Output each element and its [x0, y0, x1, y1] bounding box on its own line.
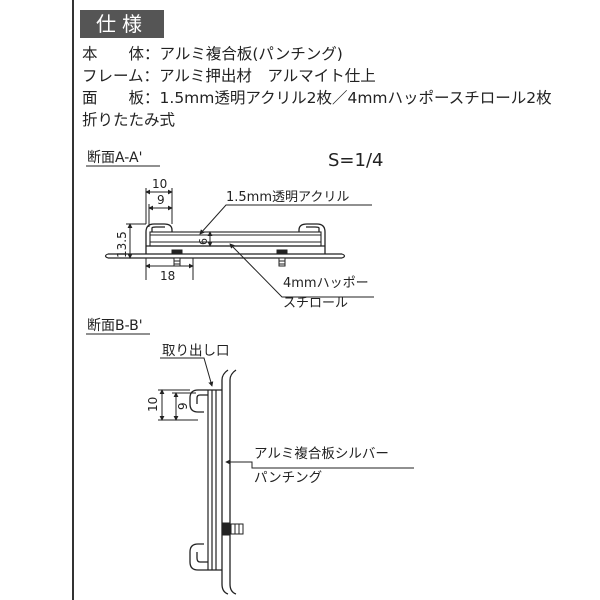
spec-row-face: 面 板：1.5mm透明アクリル2枚／4mmハッポースチロール2枚	[82, 88, 552, 108]
dim-9-b-label: 9	[176, 402, 190, 410]
face-panel-layers	[149, 231, 322, 247]
foam-leader	[229, 243, 374, 298]
dimension-9	[148, 204, 173, 227]
outlet-leader	[160, 357, 214, 387]
section-b-heading: 断面B-B'	[87, 318, 143, 334]
bolt-right	[276, 249, 288, 267]
panel-leader	[225, 459, 414, 469]
frame-profile-bottom	[189, 543, 222, 571]
spec-row-frame: フレーム：アルミ押出材 アルマイト仕上	[82, 66, 376, 86]
spec-title: 仕様	[80, 10, 164, 38]
spec-value: 折りたたみ式	[82, 111, 176, 129]
dim-10-label: 10	[152, 177, 167, 191]
base-panel	[104, 253, 346, 259]
vertical-panel	[207, 390, 217, 570]
spec-colon: ：	[143, 67, 160, 85]
spec-value: 1.5mm透明アクリル2枚／4mmハッポースチロール2枚	[159, 89, 552, 107]
foam-label-1: 4mmハッポー	[283, 276, 369, 291]
dimension-9-b	[172, 392, 196, 421]
spec-value: アルミ押出材 アルマイト仕上	[159, 67, 376, 85]
spec-label: フレーム	[82, 67, 144, 85]
dim-6-label: 6	[197, 238, 210, 245]
outlet-label: 取り出し口	[162, 343, 230, 359]
spec-colon: ：	[144, 45, 160, 63]
bolt-left	[171, 249, 183, 267]
wall-backboard	[221, 369, 237, 595]
dim-9-label: 9	[157, 193, 165, 207]
dim-13-5-label: 13.5	[115, 231, 129, 258]
foam-label-2: スチロール	[283, 296, 348, 311]
spec-row-body: 本 体：アルミ複合板(パンチング)	[82, 44, 343, 64]
frame-profile-top	[189, 389, 222, 413]
frame-profile-right	[298, 223, 326, 254]
acrylic-leader	[199, 204, 372, 235]
spec-value: アルミ複合板(パンチング)	[159, 45, 343, 63]
spec-colon: ：	[144, 89, 160, 107]
dim-18-label: 18	[160, 269, 175, 283]
panel-label-1: アルミ複合板シルバー	[254, 445, 389, 462]
left-border-line	[72, 0, 74, 600]
dimension-18	[145, 258, 194, 280]
dim-10-b-label: 10	[146, 397, 160, 412]
panel-label-2: パンチング	[254, 470, 322, 486]
spec-row-fold: 折りたたみ式	[82, 110, 175, 130]
dimension-13-5	[126, 223, 146, 259]
acrylic-label: 1.5mm透明アクリル	[226, 190, 349, 205]
bolt-section-b	[221, 522, 244, 536]
spec-label: 本 体	[82, 45, 145, 63]
section-a-heading: 断面A-A'	[87, 150, 142, 166]
spec-label: 面 板	[82, 89, 145, 107]
scale-label: S=1/4	[328, 150, 383, 171]
